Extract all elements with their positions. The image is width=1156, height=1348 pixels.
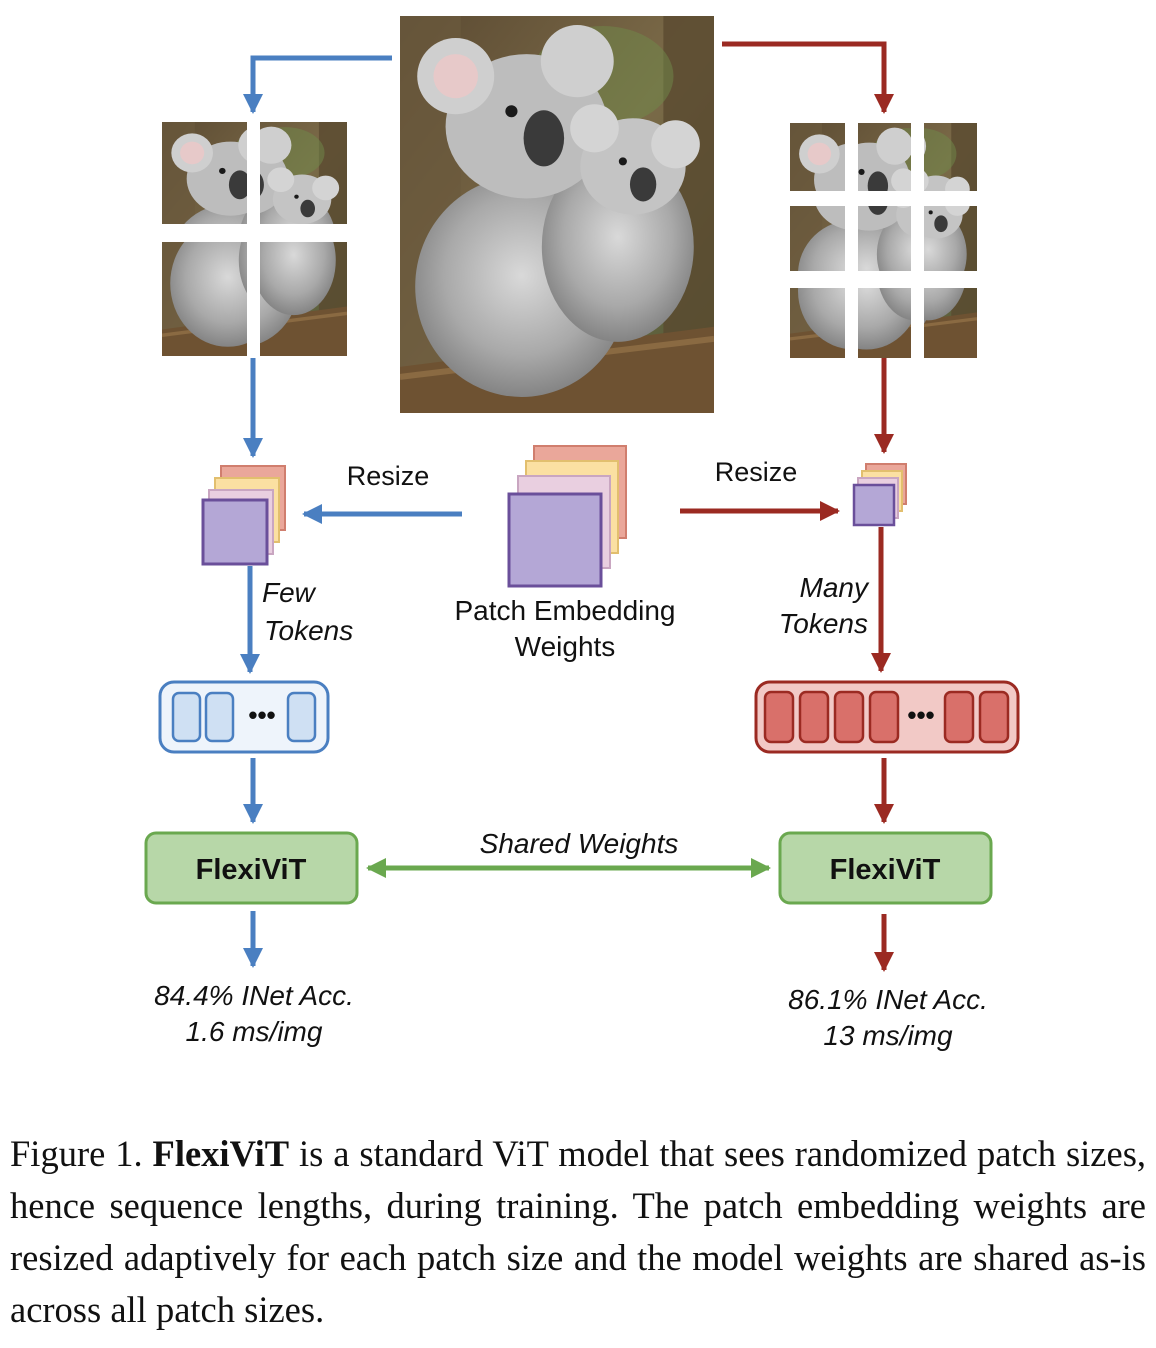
result-right-latency: 13 ms/img	[823, 1020, 953, 1051]
caption-model-name: FlexiViT	[152, 1133, 290, 1174]
result-right-accuracy: 86.1% INet Acc.	[788, 984, 988, 1015]
token	[798, 690, 830, 744]
fine-patches-3x3	[790, 123, 977, 358]
result-left-latency: 1.6 ms/img	[186, 1016, 323, 1047]
few-tokens-line1: Few	[262, 577, 317, 608]
many-tokens-sequence: •••	[754, 680, 1020, 754]
resize-label-left: Resize	[347, 461, 430, 491]
many-tokens-line2: Tokens	[779, 608, 868, 639]
token	[978, 690, 1010, 744]
few-tokens-sequence: •••	[158, 680, 330, 754]
koala-image	[400, 16, 714, 413]
resize-label-right: Resize	[715, 457, 798, 487]
result-left-accuracy: 84.4% INet Acc.	[154, 980, 354, 1011]
model-label-right: FlexiViT	[830, 854, 941, 886]
patch-embedding-weights-stack	[507, 445, 627, 588]
flexivit-model-left: FlexiViT	[144, 831, 359, 905]
token	[943, 690, 975, 744]
arrow-image-to-fine	[722, 41, 894, 114]
token	[204, 691, 235, 743]
weights-label-line2: Weights	[515, 631, 616, 662]
right-resized-weights	[852, 463, 907, 527]
token	[763, 690, 795, 744]
shared-weights-label: Shared Weights	[480, 828, 679, 859]
flexivit-model-right: FlexiViT	[778, 831, 993, 905]
caption-text: is a standard ViT model that sees random…	[10, 1133, 1147, 1330]
figure-caption: Figure 1. FlexiViT is a standard ViT mod…	[10, 1128, 1146, 1336]
many-tokens-line1: Many	[800, 572, 870, 603]
arrow-image-to-coarse	[243, 55, 392, 114]
model-label-left: FlexiViT	[196, 854, 307, 886]
token-ellipsis-left: •••	[248, 700, 275, 730]
token	[286, 691, 317, 743]
token	[868, 690, 900, 744]
weights-label-line1: Patch Embedding	[454, 595, 675, 626]
token	[833, 690, 865, 744]
few-tokens-line2: Tokens	[264, 615, 353, 646]
caption-figure-label: Figure 1.	[10, 1133, 143, 1174]
token	[171, 691, 202, 743]
coarse-patches-2x2	[162, 122, 347, 356]
left-resized-weights	[201, 465, 286, 566]
token-ellipsis-right: •••	[907, 700, 934, 730]
